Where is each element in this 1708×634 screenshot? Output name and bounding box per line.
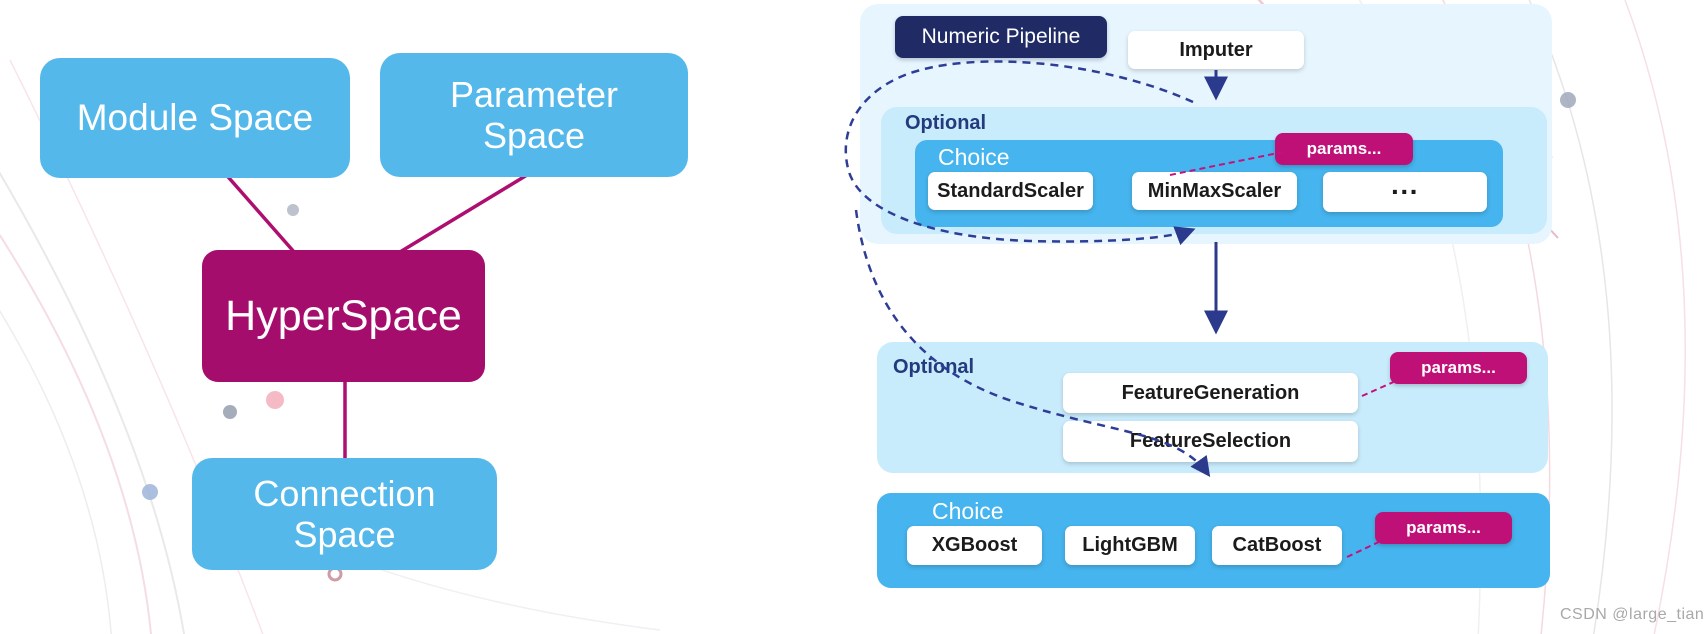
watermark: CSDN @large_tian [1560,606,1705,623]
featuregeneration-box: FeatureGeneration [1063,373,1358,413]
featuregeneration-label: FeatureGeneration [1121,381,1300,404]
decor-dot-gray [1560,92,1576,108]
decor-arc [0,233,152,634]
model-params-label: params... [1406,518,1481,537]
catboost-label: CatBoost [1232,534,1322,556]
connection-space-label: Connection Space [253,472,436,555]
scaler-optional-label: Optional [905,112,987,134]
decor-dot-blue [142,484,158,500]
standardscaler-label: StandardScaler [937,179,1084,202]
imputer-box: Imputer [1128,31,1304,69]
hyperspace-label: HyperSpace [225,291,462,340]
numeric-pipeline-title: Numeric Pipeline [921,25,1081,48]
featureselection-box: FeatureSelection [1063,421,1358,462]
decor-dot-pink [266,391,284,409]
minmaxscaler-box: MinMaxScaler [1132,172,1297,210]
decor-arc [1624,0,1686,634]
feature-params-label: params... [1421,358,1496,377]
hyperspace-box: HyperSpace [202,250,485,382]
module-space-box: Module Space [40,58,350,178]
minmaxscaler-label: MinMaxScaler [1147,179,1282,202]
imputer-label: Imputer [1179,38,1253,61]
model-choice-label: Choice [932,498,1004,524]
lightgbm-box: LightGBM [1065,526,1195,565]
module-to-hyperspace-line [220,168,297,255]
xgboost-label: XGBoost [931,534,1018,556]
decor-arc [0,171,185,634]
numeric-pipeline-title-box: Numeric Pipeline [895,16,1107,58]
model-params-box: params... [1375,512,1512,544]
scaler-params-box: params... [1275,133,1413,165]
parameter-to-hyperspace-line [399,173,528,254]
catboost-box: CatBoost [1212,526,1342,565]
decor-dot-gray [287,204,299,216]
decor-arc [0,310,112,634]
feature-optional-label: Optional [893,356,975,378]
connection-space-box: Connection Space [192,458,497,570]
module-space-label: Module Space [76,96,314,138]
featureselection-label: FeatureSelection [1129,430,1292,452]
ellipsis-label: ··· [1391,176,1419,207]
lightgbm-label: LightGBM [1082,534,1178,556]
scaler-params-label: params... [1306,139,1382,158]
feature-params-box: params... [1390,352,1527,384]
xgboost-box: XGBoost [907,526,1042,565]
parameter-space-label: Parameter Space [449,73,619,156]
standardscaler-box: StandardScaler [928,172,1093,210]
decor-dot-gray [223,405,237,419]
more-scalers-box: ··· [1323,172,1487,212]
scaler-choice-label: Choice [938,144,1010,170]
parameter-space-box: Parameter Space [380,53,688,177]
